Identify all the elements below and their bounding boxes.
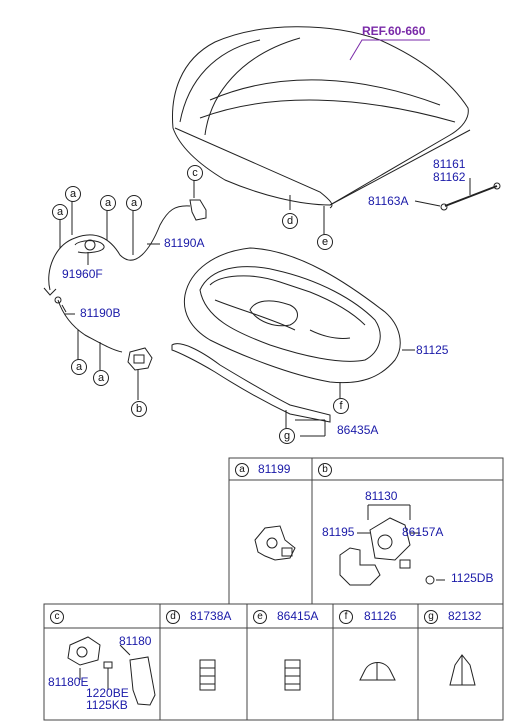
table-part-81126: 81126	[364, 609, 397, 623]
table-letter-f: f	[339, 610, 353, 624]
callout-f: f	[333, 398, 349, 414]
table-letter-a: a	[235, 463, 249, 477]
cell-a-part-drawing	[254, 525, 296, 561]
hood-lift-rod	[414, 178, 501, 211]
callout-a-2: a	[52, 204, 68, 220]
parts-table	[43, 457, 504, 721]
table-part-82132: 82132	[448, 609, 482, 623]
callout-e: e	[317, 234, 333, 250]
table-part-1125db: 1125DB	[451, 571, 494, 585]
callout-a-4: a	[126, 195, 142, 211]
seal-strip	[171, 343, 331, 423]
part-81161: 81161	[433, 157, 466, 171]
table-part-81738a: 81738A	[190, 609, 232, 623]
release-handle	[127, 347, 153, 400]
callout-a-5: a	[71, 359, 87, 375]
cell-g-part-drawing	[449, 654, 476, 686]
callout-g: g	[279, 428, 295, 444]
cell-e-part-drawing	[284, 659, 301, 691]
table-letter-c: c	[50, 610, 64, 624]
cell-b-part-drawing	[339, 504, 445, 586]
release-cable-81190a	[43, 205, 191, 296]
hood-panel	[172, 26, 471, 209]
part-91960f: 91960F	[62, 267, 103, 281]
part-81162: 81162	[433, 170, 466, 184]
callout-b: b	[131, 401, 147, 417]
cell-c-part-drawing	[67, 636, 156, 706]
table-part-81180: 81180	[119, 634, 152, 648]
table-letter-b: b	[318, 463, 332, 477]
cell-f-part-drawing	[359, 662, 396, 681]
table-part-81195: 81195	[322, 525, 355, 539]
part-81125: 81125	[416, 343, 449, 357]
cell-d-part-drawing	[199, 659, 216, 691]
table-part-86157a: 86157A	[402, 525, 444, 539]
part-81163a: 81163A	[368, 194, 409, 208]
release-cable-81190b	[54, 296, 123, 370]
insulator-pad	[183, 247, 415, 384]
table-part-86415a: 86415A	[277, 609, 319, 623]
table-letter-g: g	[424, 610, 438, 624]
callout-a-3: a	[100, 195, 116, 211]
part-81190b: 81190B	[80, 306, 121, 320]
callout-a-1: a	[65, 186, 81, 202]
table-part-1125kb: 1125KB	[86, 698, 128, 712]
lever-bracket	[189, 180, 207, 221]
table-letter-e: e	[253, 610, 267, 624]
callout-d: d	[282, 213, 298, 229]
callout-c: c	[187, 165, 203, 181]
table-part-81199: 81199	[258, 462, 291, 476]
table-part-81180e: 81180E	[48, 675, 89, 689]
table-part-81130: 81130	[365, 489, 398, 503]
part-81190a: 81190A	[164, 236, 205, 250]
reference-label: REF.60-660	[362, 24, 426, 38]
table-part-1220be: 1220BE	[86, 686, 129, 700]
part-86435a: 86435A	[337, 423, 379, 437]
table-letter-d: d	[166, 610, 180, 624]
callout-a-6: a	[93, 370, 109, 386]
